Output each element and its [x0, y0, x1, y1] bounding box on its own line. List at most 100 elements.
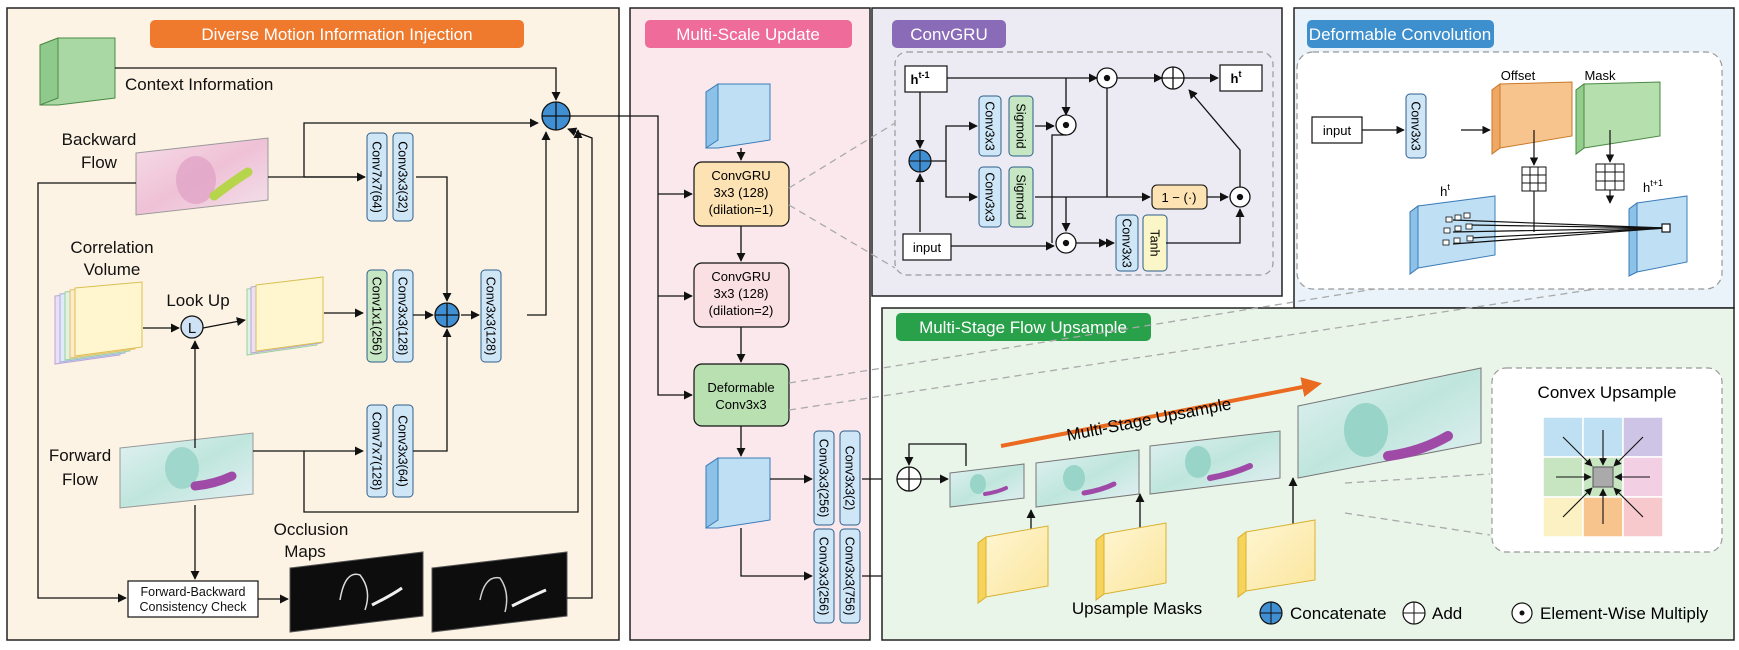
head-mask-conv3x3-256-label: Conv3x3(256): [817, 537, 831, 616]
occlusion-label-1: Occlusion: [274, 520, 349, 539]
flow-stage-4: [1297, 367, 1482, 479]
gru-concat-node: [908, 149, 932, 173]
offset-feature: [1491, 81, 1573, 155]
gru-hprev-sup: t-1: [918, 70, 929, 80]
layer-merge-conv3x3-label: Conv3x3(128): [484, 277, 498, 356]
layer-bwd-conv7x7-label: Conv7x7(64): [370, 141, 384, 213]
legend-concatenate-label: Concatenate: [1290, 604, 1386, 623]
lookup-icon: L: [180, 315, 204, 339]
layer-corr-conv1x1: Conv1x1(256): [366, 269, 388, 363]
motion-panel-title: Diverse Motion Information Injection: [201, 25, 472, 44]
h-t1-sup: t+1: [1650, 178, 1663, 188]
layer-merge-conv3x3: Conv3x3(128): [480, 269, 502, 363]
gru-input-box: [902, 233, 952, 261]
flow-stage-3: [1149, 430, 1281, 495]
gru-input-label: input: [913, 240, 942, 255]
occlusion-label-2: Maps: [284, 542, 326, 561]
legend-add-icon: [1402, 601, 1426, 625]
mask-grid-icon: [1595, 163, 1625, 191]
layer-corr-conv3x3-label: Conv3x3(128): [396, 277, 410, 356]
multiscale-panel-title: Multi-Scale Update: [676, 25, 820, 44]
occlusion-map-1: [289, 551, 424, 633]
forward-flow-label-2: Flow: [62, 470, 99, 489]
flow-stage-2: [1035, 449, 1140, 508]
backward-flow-label-2: Flow: [81, 153, 118, 172]
gru-conv-a: Conv3x3: [978, 95, 1002, 157]
gru-hprev-box: ht-1: [904, 65, 948, 93]
layer-fwd-conv7x7-label: Conv7x7(128): [370, 412, 384, 491]
consistency-label-2: Consistency Check: [140, 600, 248, 614]
gru-tanh: Tanh: [1142, 214, 1168, 272]
layer-fwd-conv7x7: Conv7x7(128): [366, 404, 388, 498]
gru-sigmoid-a-label: Sigmoid: [1014, 103, 1028, 148]
head-flow-conv3x3-256: Conv3x3(256): [813, 430, 835, 526]
multistage-arrow: [1000, 377, 1322, 448]
lookup-symbol: L: [188, 320, 196, 337]
head-mask-conv3x3-256: Conv3x3(256): [813, 528, 835, 624]
callout-lines: [788, 122, 1597, 536]
offset-grid-icon: [1521, 166, 1547, 192]
forward-flow-label-1: Forward: [49, 446, 111, 465]
head-flow-conv3x3-2: Conv3x3(2): [839, 430, 861, 526]
deform-conv3x3: Conv3x3: [1405, 93, 1427, 159]
gru-arrows: [915, 73, 1245, 251]
convgru-2-line2: 3x3 (128): [714, 286, 769, 301]
convgru-2-line3: (dilation=2): [709, 303, 774, 318]
multiscale-output-feature: [705, 457, 771, 529]
deform-input-box: [1311, 116, 1363, 144]
gru-conv-b-label: Conv3x3: [983, 172, 997, 221]
hidden-state-feature: [705, 83, 771, 149]
svg-text:ht: ht: [1440, 182, 1450, 199]
gru-sigmoid-b-label: Sigmoid: [1014, 174, 1028, 219]
gru-conv-a-label: Conv3x3: [983, 101, 997, 150]
upsample-masks-label: Upsample Masks: [1072, 599, 1202, 618]
occlusion-map-2: [431, 551, 568, 633]
lookup-feature: [246, 276, 324, 356]
gru-sigmoid-b: Sigmoid: [1008, 166, 1034, 228]
convgru-2-line1: ConvGRU: [711, 269, 770, 284]
consistency-check-box: [127, 580, 259, 618]
gru-hnext-box: ht: [1219, 64, 1263, 92]
gru-conv-c: Conv3x3: [1115, 214, 1139, 272]
concat-node-main: [541, 101, 571, 131]
deform-panel-title: Deformable Convolution: [1309, 25, 1491, 44]
h-t-sample-points: [1442, 212, 1474, 246]
motion-arrows: [37, 67, 630, 604]
deformable-block: [693, 363, 790, 427]
correlation-volume: [54, 281, 143, 365]
head-flow-conv3x3-2-label: Conv3x3(2): [843, 446, 857, 511]
convex-upsample-label: Convex Upsample: [1538, 383, 1677, 402]
svg-text:ht-1: ht-1: [911, 70, 930, 87]
svg-text:ht+1: ht+1: [1643, 178, 1663, 195]
legend-concatenate-icon: [1259, 601, 1283, 625]
head-flow-conv3x3-256-label: Conv3x3(256): [817, 439, 831, 518]
upsample-mask-2: [1095, 522, 1167, 601]
upsample-mask-3: [1237, 519, 1316, 598]
lookup-label: Look Up: [166, 291, 229, 310]
layer-bwd-conv3x3-label: Conv3x3(32): [396, 141, 410, 213]
layer-bwd-conv3x3: Conv3x3(32): [392, 132, 414, 222]
layer-fwd-conv3x3-label: Conv3x3(64): [396, 415, 410, 487]
correlation-label-1: Correlation: [70, 238, 153, 257]
gru-sigmoid-a: Sigmoid: [1008, 95, 1034, 157]
legend-add-label: Add: [1432, 604, 1462, 623]
svg-text:ht: ht: [1231, 69, 1242, 86]
convgru-1-line2: 3x3 (128): [714, 185, 769, 200]
mask-feature: [1575, 81, 1661, 155]
upsample-panel-title: Multi-Stage Flow Upsample: [919, 318, 1127, 337]
layer-fwd-conv3x3: Conv3x3(64): [392, 404, 414, 498]
layer-bwd-conv7x7: Conv7x7(64): [366, 132, 388, 222]
context-label: Context Information: [125, 75, 273, 94]
h-t-label: h: [1440, 184, 1447, 199]
layer-corr-conv3x3: Conv3x3(128): [392, 269, 414, 363]
gru-ops: [1055, 66, 1251, 254]
legend-multiply-label: Element-Wise Multiply: [1540, 604, 1709, 623]
deformable-line1: Deformable: [707, 380, 774, 395]
concat-node-corr: [434, 302, 460, 328]
h-t1-feature: [1628, 195, 1688, 277]
convgru-panel-title: ConvGRU: [910, 25, 987, 44]
flow-stage-1: [949, 463, 1025, 508]
legend-multiply-icon: [1511, 602, 1533, 624]
layer-corr-conv1x1-label: Conv1x1(256): [370, 277, 384, 356]
